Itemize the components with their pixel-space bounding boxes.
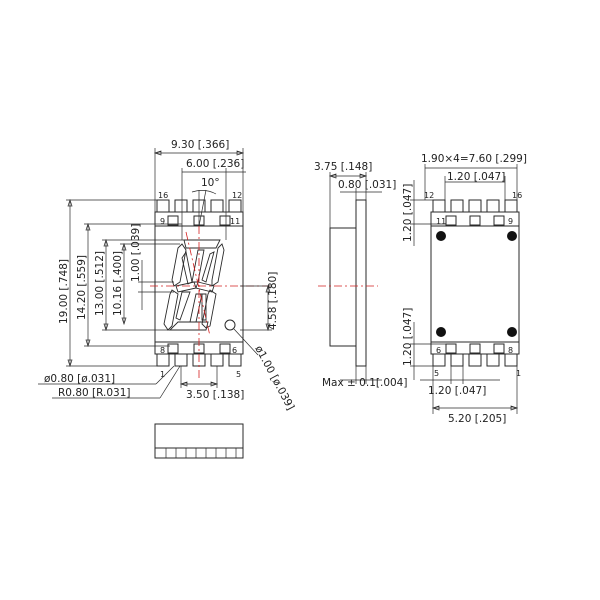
back-view: 1.90×4=7.60 [.299] 1.20 [.047] 1.20 [.04… xyxy=(402,153,527,425)
pin-pitch-dimension: 3.50 [.138] xyxy=(186,389,244,401)
side-body xyxy=(329,227,357,347)
front-pin-6-label: 6 xyxy=(232,346,237,355)
back-pin-16-label: 16 xyxy=(512,191,522,200)
bottom-view xyxy=(154,423,244,459)
total-height-dimension: 19.00 [.748] xyxy=(58,259,70,324)
back-pin-6-label: 6 xyxy=(436,346,441,355)
bottom-pin-height-dimension: 1.20 [.047] xyxy=(402,308,414,366)
inner-pin-dimension: 1.20 [.047] xyxy=(447,171,505,183)
side-view: 3.75 [.148] 0.80 [.031] Max ± 0.1[.004] xyxy=(314,161,407,389)
back-top-pins xyxy=(432,199,518,213)
front-pin-8-label: 8 xyxy=(160,346,165,355)
front-pin-12-label: 12 xyxy=(232,191,242,200)
mounting-dot xyxy=(436,231,446,241)
pin-radius-dimension: R0.80 [R.031] xyxy=(58,387,131,399)
back-body xyxy=(430,211,520,355)
front-width-dimension: 9.30 [.366] xyxy=(171,139,229,151)
back-pin-5-label: 5 xyxy=(434,369,439,378)
back-pin-8-label: 8 xyxy=(508,346,513,355)
front-pin-9-label: 9 xyxy=(160,217,165,226)
dp-offset-dimension: 4.58 [.180] xyxy=(267,272,279,330)
depth-dimension: 3.75 [.148] xyxy=(314,161,372,173)
face-thickness-dimension: 0.80 [.031] xyxy=(338,179,396,191)
pin-span-dimension: 5.20 [.205] xyxy=(448,413,506,425)
bottom-inner-dimension: 1.20 [.047] xyxy=(428,385,486,397)
side-face xyxy=(355,199,367,367)
top-pin-height-dimension: 1.20 [.047] xyxy=(402,184,414,242)
char-height-dimension: 14.20 [.559] xyxy=(76,255,88,320)
pin-diameter-dimension: ø0.80 [ø.031] xyxy=(44,373,115,385)
slant-angle-dimension: 10° xyxy=(201,177,220,189)
segment-width-dimension: 6.00 [.236] xyxy=(186,158,244,170)
pitch-total-dimension: 1.90×4=7.60 [.299] xyxy=(421,153,527,165)
mounting-dot xyxy=(507,327,517,337)
front-slant-centerline xyxy=(185,231,211,337)
back-pin-1-label: 1 xyxy=(516,369,521,378)
front-view: 9.30 [.366] 6.00 [.236] 10° 16 12 9 11 8… xyxy=(38,139,296,412)
dp-diameter-dimension: ø1.00 [ø.039] xyxy=(252,344,296,412)
front-pin-11-label: 11 xyxy=(230,217,240,226)
segment-height-dimension: 13.00 [.512] xyxy=(94,251,106,316)
decimal-point xyxy=(224,319,236,331)
back-pin-12-label: 12 xyxy=(424,191,434,200)
front-pin-1-label: 1 xyxy=(160,370,165,379)
mounting-dot xyxy=(436,327,446,337)
half-height-dimension: 10.16 [.400] xyxy=(112,251,124,316)
back-bottom-pins xyxy=(432,353,518,367)
front-pin-16-label: 16 xyxy=(158,191,168,200)
tolerance-dimension: Max ± 0.1[.004] xyxy=(322,377,407,389)
front-pin-5-label: 5 xyxy=(236,370,241,379)
mounting-dot xyxy=(507,231,517,241)
back-pin-9-label: 9 xyxy=(508,217,513,226)
back-pin-11-label: 11 xyxy=(436,217,446,226)
sixteen-segment-character xyxy=(163,239,225,331)
segment-gap-dimension: 1.00 [.039] xyxy=(130,224,142,282)
